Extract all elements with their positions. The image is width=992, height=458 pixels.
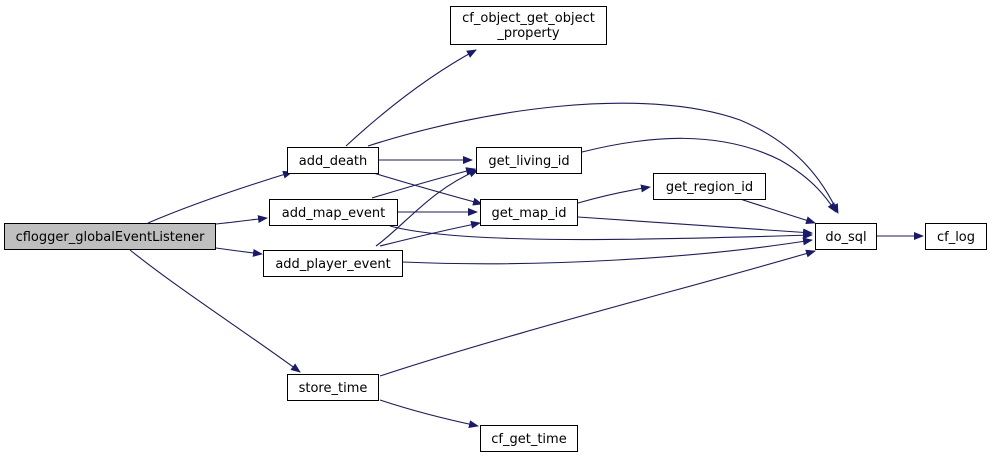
edge-get-map-id-to-do-sql [577, 216, 813, 237]
edge-cflogger-to-add-player-event [215, 247, 263, 257]
edge-add-player-event-to-get-living-id [375, 169, 479, 247]
node-add-map-event[interactable]: add_map_event [269, 199, 398, 226]
edge-add-map-event-to-do-sql [389, 225, 813, 241]
edge-store-time-to-cf-get-time [379, 399, 479, 429]
node-label: add_player_event [275, 257, 390, 272]
edge-get-living-id-to-do-sql [581, 137, 837, 213]
node-get-map-id[interactable]: get_map_id [480, 199, 578, 226]
node-label: get_living_id [488, 154, 569, 169]
node-store-time[interactable]: store_time [287, 374, 379, 401]
edge-store-time-to-do-sql [379, 249, 816, 377]
node-label: do_sql [825, 230, 866, 245]
edge-add-player-event-to-get-map-id [379, 220, 481, 247]
node-label: cflogger_globalEventListener [16, 230, 205, 245]
node-label: cf_get_time [491, 432, 566, 447]
node-add-death[interactable]: add_death [287, 147, 379, 174]
edge-add-player-event-to-do-sql [402, 237, 813, 265]
node-cf-get-time[interactable]: cf_get_time [480, 425, 578, 452]
node-label: add_map_event [282, 206, 385, 221]
node-label: cf_log [937, 230, 975, 245]
edge-add-map-event-to-get-living-id [371, 167, 476, 199]
edge-cflogger-to-add-map-event [215, 215, 268, 225]
node-add-player-event[interactable]: add_player_event [263, 250, 403, 277]
node-label: add_death [299, 154, 368, 169]
node-label: get_region_id [666, 180, 753, 195]
edge-get-map-id-to-get-region-id [577, 184, 651, 204]
edge-add-death-to-cf-object-get-object-property [345, 49, 477, 147]
node-do-sql[interactable]: do_sql [815, 223, 877, 250]
node-get-region-id[interactable]: get_region_id [653, 173, 766, 200]
edge-cflogger-to-store-time [129, 249, 301, 373]
edge-add-death-to-get-map-id [369, 171, 483, 206]
node-get-living-id[interactable]: get_living_id [476, 147, 582, 174]
node-label-line-1: cf_object_get_object [462, 11, 595, 26]
edge-get-region-id-to-do-sql [739, 198, 816, 225]
edge-add-death-to-do-sql [367, 102, 839, 214]
node-label: store_time [299, 381, 368, 396]
node-cflogger-global-event-listener[interactable]: cflogger_globalEventListener [4, 223, 216, 250]
node-cf-object-get-object-property[interactable]: cf_object_get_object _property [450, 6, 607, 45]
node-label-line-2: _property [496, 26, 559, 41]
node-label: get_map_id [491, 206, 566, 221]
edge-cflogger-to-add-death [147, 170, 293, 224]
node-cf-log[interactable]: cf_log [925, 223, 987, 250]
